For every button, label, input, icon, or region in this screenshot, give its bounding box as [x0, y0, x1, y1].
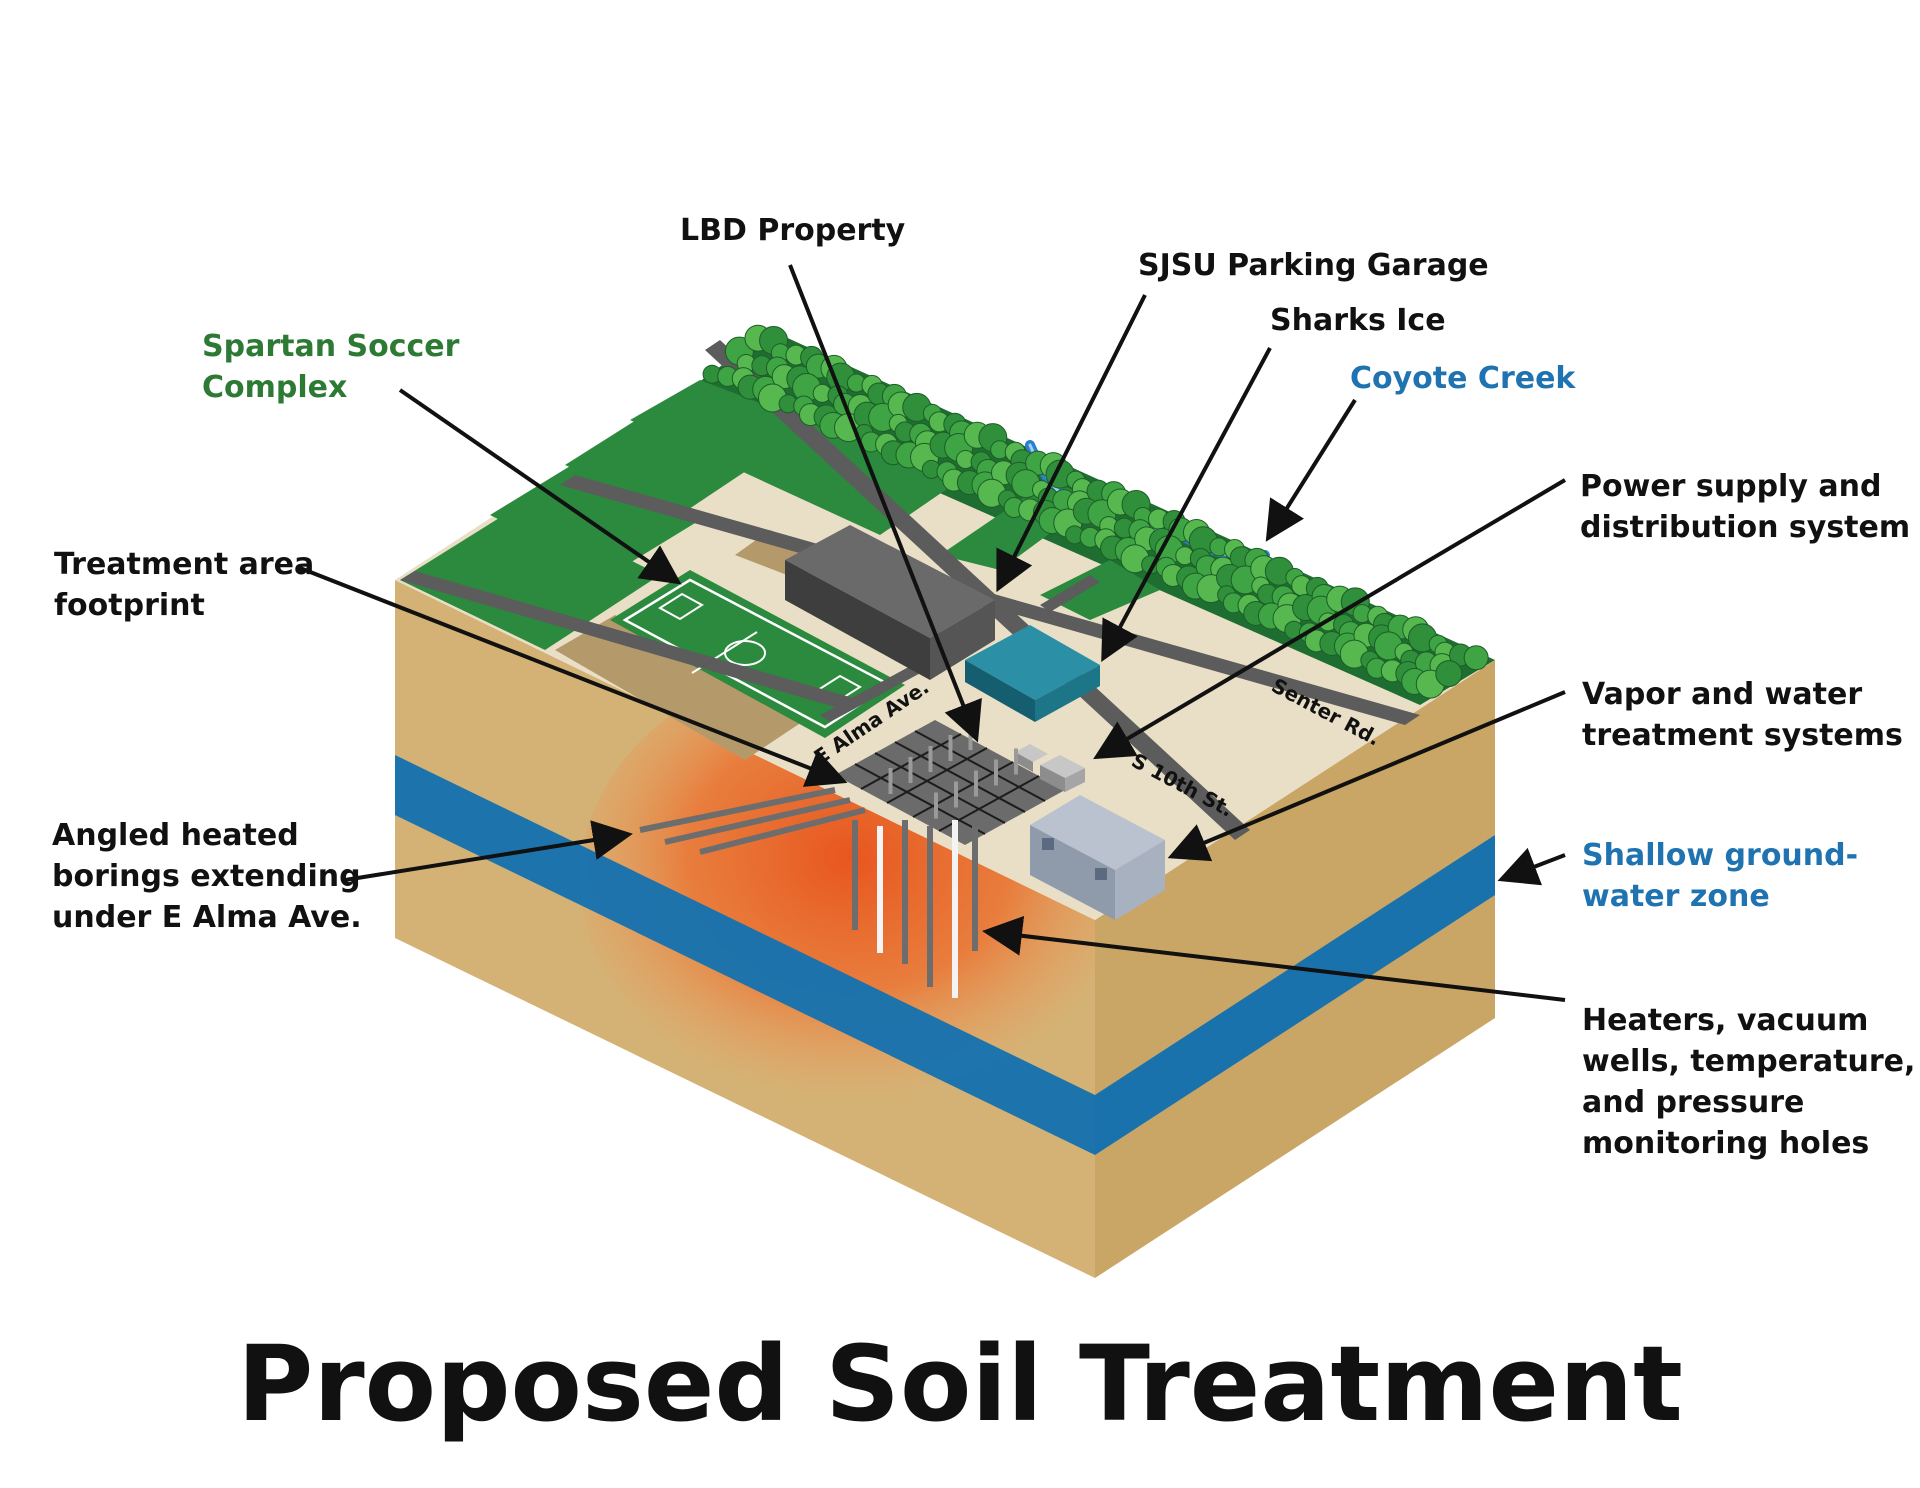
page-title: Proposed Soil Treatment	[237, 1323, 1683, 1445]
arrow-icon	[299, 566, 848, 787]
label-shallow-1: Shallow ground-	[1582, 838, 1858, 873]
label-heaters-3: and pressure	[1582, 1085, 1804, 1120]
groundwater-band-front	[395, 755, 1095, 1155]
arrow-icon	[1167, 690, 1566, 862]
label-treatment-2: footprint	[54, 588, 205, 623]
grid-line	[914, 730, 1046, 802]
arrow-icon	[996, 294, 1147, 593]
groundwater-band-right	[1095, 835, 1495, 1155]
label-vapor-2: treatment systems	[1582, 718, 1903, 753]
tree	[1463, 645, 1489, 671]
arrow-icon	[344, 820, 633, 882]
arrow-icon	[1101, 347, 1272, 663]
label-spartan-2: Complex	[202, 370, 347, 405]
label-shallow-2: water zone	[1582, 879, 1770, 914]
treatment-building	[1030, 795, 1165, 920]
label-heaters-1: Heaters, vacuum	[1582, 1003, 1868, 1038]
label-heaters-4: monitoring holes	[1582, 1126, 1869, 1161]
label-power-1: Power supply and	[1580, 469, 1881, 504]
arrow-icon	[1093, 478, 1567, 760]
tree	[1435, 660, 1463, 688]
label-coyote-creek: Coyote Creek	[1350, 361, 1576, 396]
power-supply-equipment	[1015, 744, 1085, 792]
arrow-icon	[398, 388, 682, 585]
arrow-icon	[982, 915, 1566, 1002]
label-angled-2: borings extending	[52, 859, 361, 894]
label-spartan-1: Spartan Soccer	[202, 329, 460, 364]
label-sharks-ice: Sharks Ice	[1270, 303, 1446, 338]
label-angled-3: under E Alma Ave.	[52, 900, 362, 935]
label-heaters-2: wells, temperature,	[1582, 1044, 1915, 1079]
label-power-2: distribution system	[1580, 510, 1910, 545]
label-angled-1: Angled heated	[52, 818, 299, 853]
grid-line	[886, 747, 988, 804]
arrow-icon	[1265, 398, 1357, 542]
grid-line	[854, 763, 986, 835]
label-vapor-1: Vapor and water	[1582, 677, 1862, 712]
well-icon	[852, 724, 1018, 998]
arrow-icon	[1497, 847, 1566, 886]
label-lbd-property: LBD Property	[680, 213, 906, 248]
top-surface	[395, 324, 1495, 920]
label-sjsu-garage: SJSU Parking Garage	[1138, 248, 1489, 283]
label-treatment-1: Treatment area	[54, 547, 314, 582]
callout-arrows	[299, 264, 1567, 1002]
grid-line	[894, 741, 1026, 813]
tree-icon	[702, 324, 1489, 699]
grid-line	[874, 752, 1006, 824]
sharks-ice-building	[965, 625, 1100, 722]
angled-borings	[639, 787, 866, 855]
arrow-icon	[788, 264, 982, 743]
